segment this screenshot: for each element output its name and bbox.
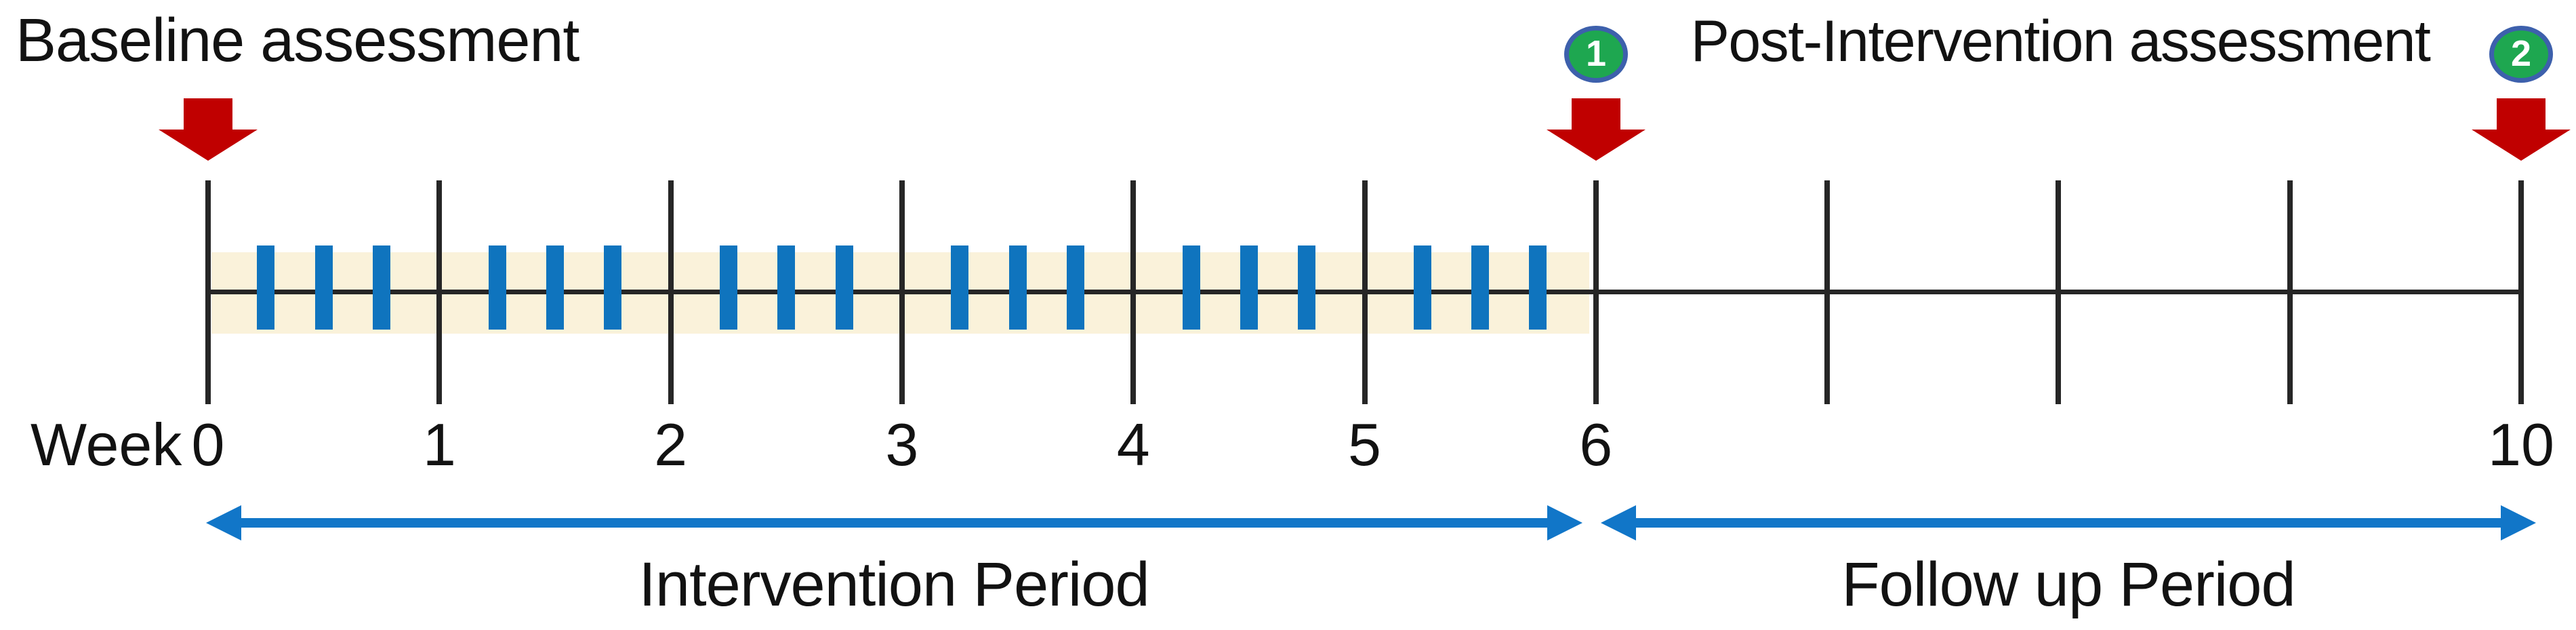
- session-tick: [835, 245, 853, 330]
- week-gridline-4: [1130, 180, 1137, 404]
- red-down-arrow-week-6: [1545, 98, 1647, 161]
- session-tick: [951, 245, 969, 330]
- double-arrow-intervention-period: [206, 503, 1582, 543]
- week-gridline-8: [2056, 180, 2062, 404]
- week-gridline-10: [2518, 180, 2524, 404]
- week-label-4: 4: [1116, 411, 1150, 478]
- assessment-badge-1: 1: [1564, 26, 1628, 83]
- session-tick: [372, 245, 390, 330]
- week-label-1: 1: [422, 411, 456, 478]
- session-tick: [1413, 245, 1431, 330]
- week-label-6: 6: [1579, 411, 1613, 478]
- post-intervention-assessment-label: Post-Intervention assessment: [1690, 9, 2431, 74]
- session-tick: [1008, 245, 1027, 330]
- session-tick: [777, 245, 796, 330]
- week-label-0: 0: [191, 411, 225, 478]
- badge-1-number: 1: [1585, 33, 1607, 74]
- week-axis-prefix: Week: [30, 411, 182, 478]
- session-tick: [1240, 245, 1258, 330]
- week-gridline-7: [1824, 180, 1831, 404]
- assessment-badge-2: 2: [2489, 26, 2553, 83]
- period-label-intervention: Intervention Period: [638, 550, 1149, 619]
- week-label-10: 10: [2488, 411, 2554, 478]
- week-label-2: 2: [654, 411, 688, 478]
- session-tick: [1182, 245, 1200, 330]
- double-arrow-follow-up-period: [1600, 503, 2536, 543]
- week-label-5: 5: [1348, 411, 1381, 478]
- session-tick: [1529, 245, 1547, 330]
- session-tick: [1066, 245, 1084, 330]
- session-tick: [257, 245, 275, 330]
- week-gridline-2: [668, 180, 674, 404]
- red-down-arrow-week-0: [157, 98, 259, 161]
- week-gridline-9: [2287, 180, 2293, 404]
- week-gridline-5: [1362, 180, 1368, 404]
- session-tick: [719, 245, 737, 330]
- week-gridline-1: [436, 180, 443, 404]
- session-tick: [314, 245, 333, 330]
- session-tick: [1298, 245, 1316, 330]
- session-tick: [1471, 245, 1490, 330]
- session-tick: [604, 245, 622, 330]
- week-gridline-0: [205, 180, 211, 404]
- period-label-follow-up: Follow up Period: [1841, 550, 2295, 619]
- week-gridline-6: [1593, 180, 1599, 404]
- session-tick: [546, 245, 564, 330]
- badge-2-number: 2: [2510, 33, 2532, 74]
- session-tick: [488, 245, 506, 330]
- red-down-arrow-week-10: [2470, 98, 2572, 161]
- week-label-3: 3: [885, 411, 919, 478]
- week-gridline-3: [899, 180, 905, 404]
- baseline-assessment-label: Baseline assessment: [16, 7, 579, 75]
